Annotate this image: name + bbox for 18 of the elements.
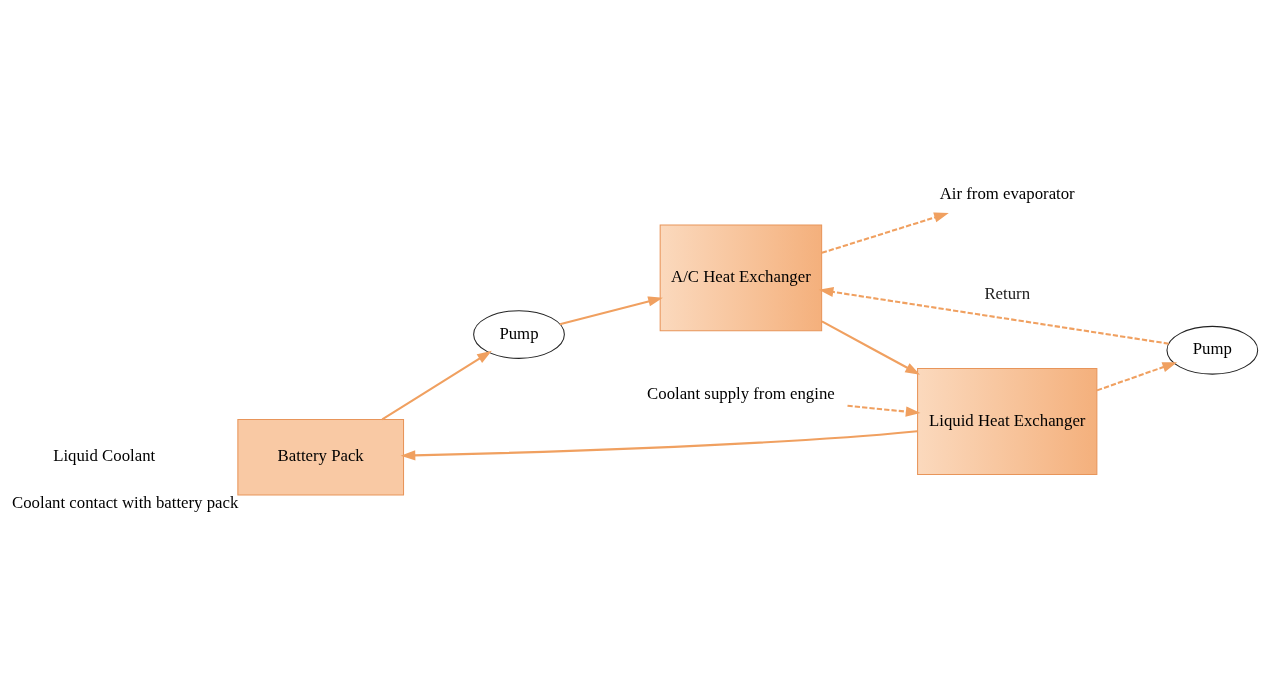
edge-label: Return [984, 283, 1031, 303]
arrow [559, 296, 663, 326]
node-box: Battery Pack [237, 418, 405, 496]
arrow [381, 350, 492, 421]
node-text: Air from evaporator [939, 184, 1075, 204]
node-box: A/C Heat Exchanger [659, 224, 823, 332]
node-text: Coolant supply from engine [647, 384, 835, 404]
node-ellipse: Pump [1166, 325, 1259, 375]
node-box: Liquid Heat Exchanger [917, 368, 1098, 475]
arrow [818, 286, 1169, 345]
arrow [400, 430, 918, 461]
arrow [821, 212, 949, 254]
arrow [1096, 362, 1178, 392]
node-label: Coolant contact with battery pack [12, 493, 239, 513]
arrow [847, 404, 921, 417]
label: Liquid Coolant [53, 446, 156, 466]
node-ellipse: Pump [473, 310, 565, 359]
arrow [821, 320, 920, 375]
